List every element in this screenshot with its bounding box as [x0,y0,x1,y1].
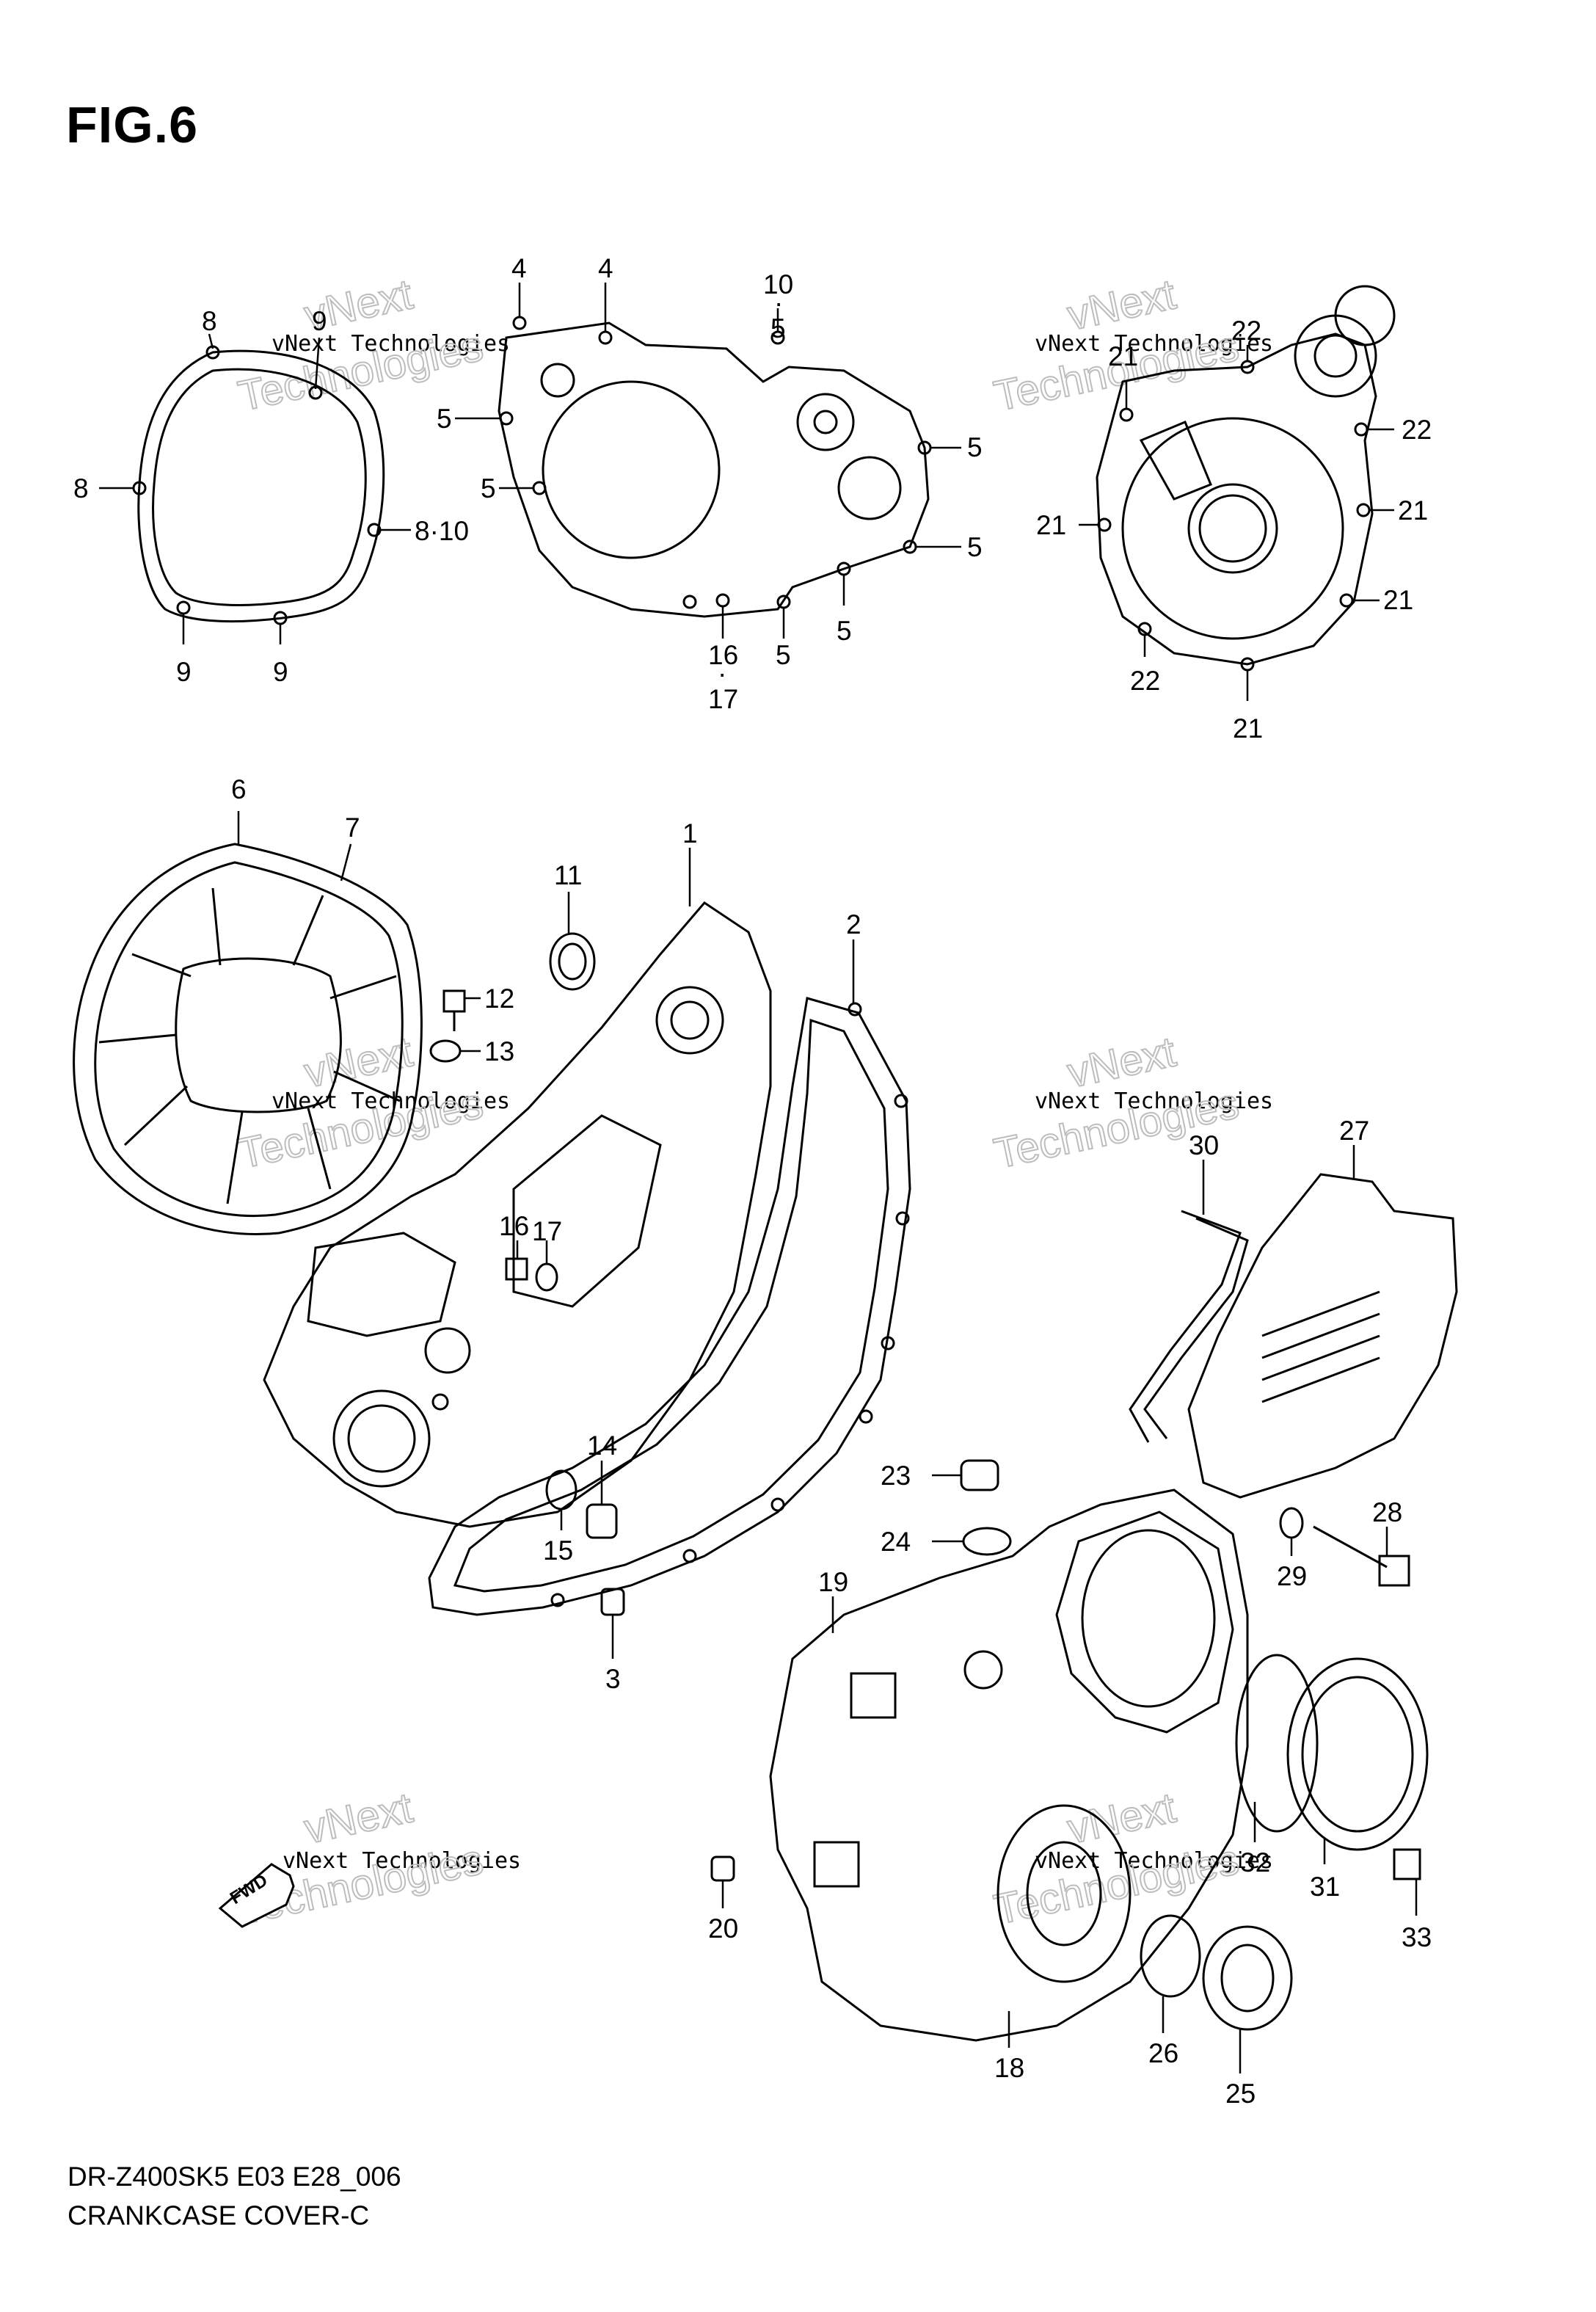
callout-label: 14 [587,1431,617,1461]
callout-label: 5 [770,313,786,343]
callout-label: 22 [1231,316,1261,346]
callout-label: 21 [1398,495,1428,526]
callout-label: 25 [1225,2079,1256,2109]
callout-label: 19 [818,1567,848,1597]
callout-label: 13 [484,1036,514,1066]
callout-label: 9 [176,657,192,687]
watermark-text: vNext Technologies [283,1848,521,1874]
clutch-cover-assembly [73,843,423,1236]
callout-label: 18 [994,2053,1024,2083]
watermark-group: vNext Technologies vNext Technologies vN… [233,269,1273,1934]
crankcase-cover-1 [263,901,772,1528]
callout-label: 5 [967,432,983,462]
crankcase-cover-18 [769,1488,1249,2042]
callout-label: 28 [1372,1497,1402,1527]
callout-label: 7 [345,813,360,843]
callout-label: 8 [202,306,217,336]
callout-labels: 8 9 8 8·10 9 9 4 4 10 · 5 5 5 5 5 5 5 16… [73,253,1432,2109]
callout-label: 16 [708,640,738,670]
watermark-text: vNext Technologies [272,1088,510,1114]
callout-label: 1 [682,818,698,848]
callout-label: 21 [1233,713,1263,744]
callout-label: · [774,288,783,318]
callout-label: 4 [511,253,527,283]
callout-label: 12 [484,984,514,1014]
callout-label: 6 [231,774,247,804]
callout-label: 22 [1402,415,1432,445]
callout-label: 9 [273,657,288,687]
callout-label: 10 [763,269,793,299]
callout-label: 31 [1310,1872,1340,1902]
top-crankcase-cover-outline [498,316,932,618]
callout-label: 5 [481,473,496,504]
watermark-text: vNext Technologies [1035,1848,1273,1874]
diagram-code: DR-Z400SK5 E03 E28_006 [68,2162,401,2192]
diagram-name: CRANKCASE COVER-C [68,2200,370,2231]
watermark-text: vNext Technologies [272,331,510,357]
watermark-text: vNext [1063,1784,1180,1853]
callout-label: 16 [499,1211,529,1241]
callout-label: 5 [437,404,452,434]
figure-title: FIG.6 [66,96,199,153]
callout-label: 29 [1277,1561,1307,1591]
callout-label: 21 [1383,585,1413,615]
bracket-30 [1129,1210,1249,1443]
watermark-text: vNext [300,1784,417,1853]
watermark-text: vNext Technologies [1035,1088,1273,1114]
callout-label: 2 [846,909,861,939]
callout-label: 26 [1148,2038,1178,2068]
leader-lines [99,283,1418,2073]
callout-label: 24 [881,1527,911,1557]
callout-label: 15 [543,1535,573,1566]
watermark-text: vNext [1063,1028,1180,1097]
callout-label: 32 [1240,1847,1270,1877]
cover-guard-27 [1187,1173,1458,1499]
callout-label: 17 [708,684,738,714]
callout-label: 8 [73,473,89,504]
watermark-text: vNext [300,1028,417,1097]
callout-label: 17 [532,1216,562,1246]
callout-label: 5 [837,616,852,646]
callout-label: 33 [1402,1922,1432,1952]
callout-label: 22 [1130,666,1160,696]
callout-label: 21 [1036,510,1066,540]
fwd-arrow: FWD [218,1863,295,1928]
callout-label: · [718,658,726,688]
gasket-2 [428,997,911,1616]
callout-label: 4 [598,253,613,283]
callout-label: 21 [1108,341,1138,371]
watermark-text: vNext Technologies [1035,331,1273,357]
callout-label: 9 [312,306,327,336]
callout-label: 11 [554,860,582,890]
callout-label: 5 [967,532,983,562]
watermark-text: vNext [1063,270,1180,339]
callout-label: 20 [708,1913,738,1944]
cover-31 [1235,1654,1429,1851]
callout-label: 23 [881,1461,911,1491]
callout-label: 27 [1339,1116,1369,1146]
callout-label: 5 [776,640,791,670]
callout-label: 3 [605,1664,621,1694]
callout-label: 30 [1189,1130,1219,1160]
callout-label: 8·10 [415,516,469,546]
